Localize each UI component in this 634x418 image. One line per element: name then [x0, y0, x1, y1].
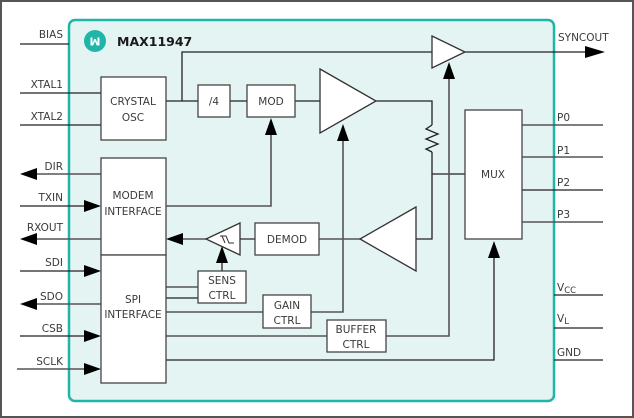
- pin-label-vl: VL: [557, 313, 569, 327]
- modem-interface-label: MODEM: [112, 190, 153, 202]
- sens-ctrl-label: CTRL: [209, 290, 236, 302]
- pin-label-vcc: VCC: [557, 282, 576, 296]
- pin-label-xtal1: XTAL1: [31, 79, 63, 91]
- pin-label-rxout: RXOUT: [27, 222, 64, 234]
- pin-label-csb: CSB: [42, 323, 63, 335]
- modem-interface-block: [100, 157, 167, 256]
- arrow-up-icon: [337, 124, 349, 141]
- syncout-buffer-icon: [431, 34, 467, 70]
- arrow-in-icon: [166, 233, 183, 245]
- gain-ctrl-block: [262, 294, 312, 329]
- pin-label-p3: P3: [557, 209, 570, 221]
- gain-ctrl-label: GAIN: [274, 300, 300, 312]
- buffer-ctrl-label: BUFFER: [336, 324, 377, 336]
- spi-interface-label: INTERFACE: [104, 309, 161, 321]
- crystal-osc-label: OSC: [122, 112, 144, 124]
- pin-label-dir: DIR: [45, 161, 63, 173]
- pin-label-xtal2: XTAL2: [31, 111, 63, 123]
- arrow-up-icon: [443, 62, 455, 79]
- spi-interface-label: SPI: [125, 294, 141, 306]
- arrow-out-icon: [585, 46, 605, 58]
- arrow-in-icon: [84, 363, 101, 375]
- arrow-up-icon: [265, 118, 277, 135]
- mod-block: [246, 84, 296, 118]
- mux-block: [464, 109, 523, 240]
- buffer-ctrl-block: [326, 319, 387, 353]
- arrow-up-icon: [488, 241, 500, 258]
- demod-label: DEMOD: [267, 234, 307, 246]
- arrow-in-icon: [84, 200, 101, 212]
- buffer-ctrl-label: CTRL: [343, 339, 370, 351]
- crystal-osc-block: [100, 76, 167, 141]
- divide-by-4-label: /4: [209, 96, 220, 108]
- maxim-logo-icon: ꟽ: [84, 30, 106, 52]
- modem-interface-label: INTERFACE: [104, 206, 161, 218]
- chip-body: [67, 18, 556, 403]
- crystal-osc-label: CRYSTAL: [110, 96, 156, 108]
- spi-interface-block: [100, 254, 167, 384]
- arrow-in-icon: [84, 265, 101, 277]
- tx-amplifier-icon: [319, 67, 378, 135]
- pin-label-p2: P2: [557, 177, 570, 189]
- mux-label: MUX: [481, 169, 505, 181]
- pin-label-sclk: SCLK: [36, 356, 64, 368]
- pin-label-bias: BIAS: [39, 29, 63, 41]
- resistor-icon: [424, 124, 440, 153]
- part-number: MAX11947: [117, 34, 192, 49]
- sens-ctrl-label: SENS: [208, 275, 236, 287]
- pin-label-gnd: GND: [557, 347, 581, 359]
- arrow-out-icon: [20, 233, 37, 245]
- pin-label-txin: TXIN: [37, 192, 63, 204]
- arrow-out-icon: [20, 168, 37, 180]
- schmitt-trigger-icon: [204, 221, 241, 257]
- pin-label-p1: P1: [557, 145, 570, 157]
- gain-ctrl-label: CTRL: [274, 315, 301, 327]
- pin-label-p0: P0: [557, 112, 570, 124]
- arrow-in-icon: [84, 330, 101, 342]
- arrow-out-icon: [20, 298, 37, 310]
- divide-by-4-block: [197, 84, 231, 118]
- rx-amplifier-icon: [358, 205, 417, 273]
- demod-block: [254, 222, 320, 256]
- mod-label: MOD: [258, 96, 283, 108]
- pin-label-sdi: SDI: [45, 257, 63, 269]
- svg-text:ꟽ: ꟽ: [90, 36, 101, 49]
- pin-label-sdo: SDO: [40, 291, 63, 303]
- sens-ctrl-block: [197, 270, 247, 304]
- arrow-up-icon: [216, 246, 228, 263]
- pin-label-syncout: SYNCOUT: [558, 32, 609, 44]
